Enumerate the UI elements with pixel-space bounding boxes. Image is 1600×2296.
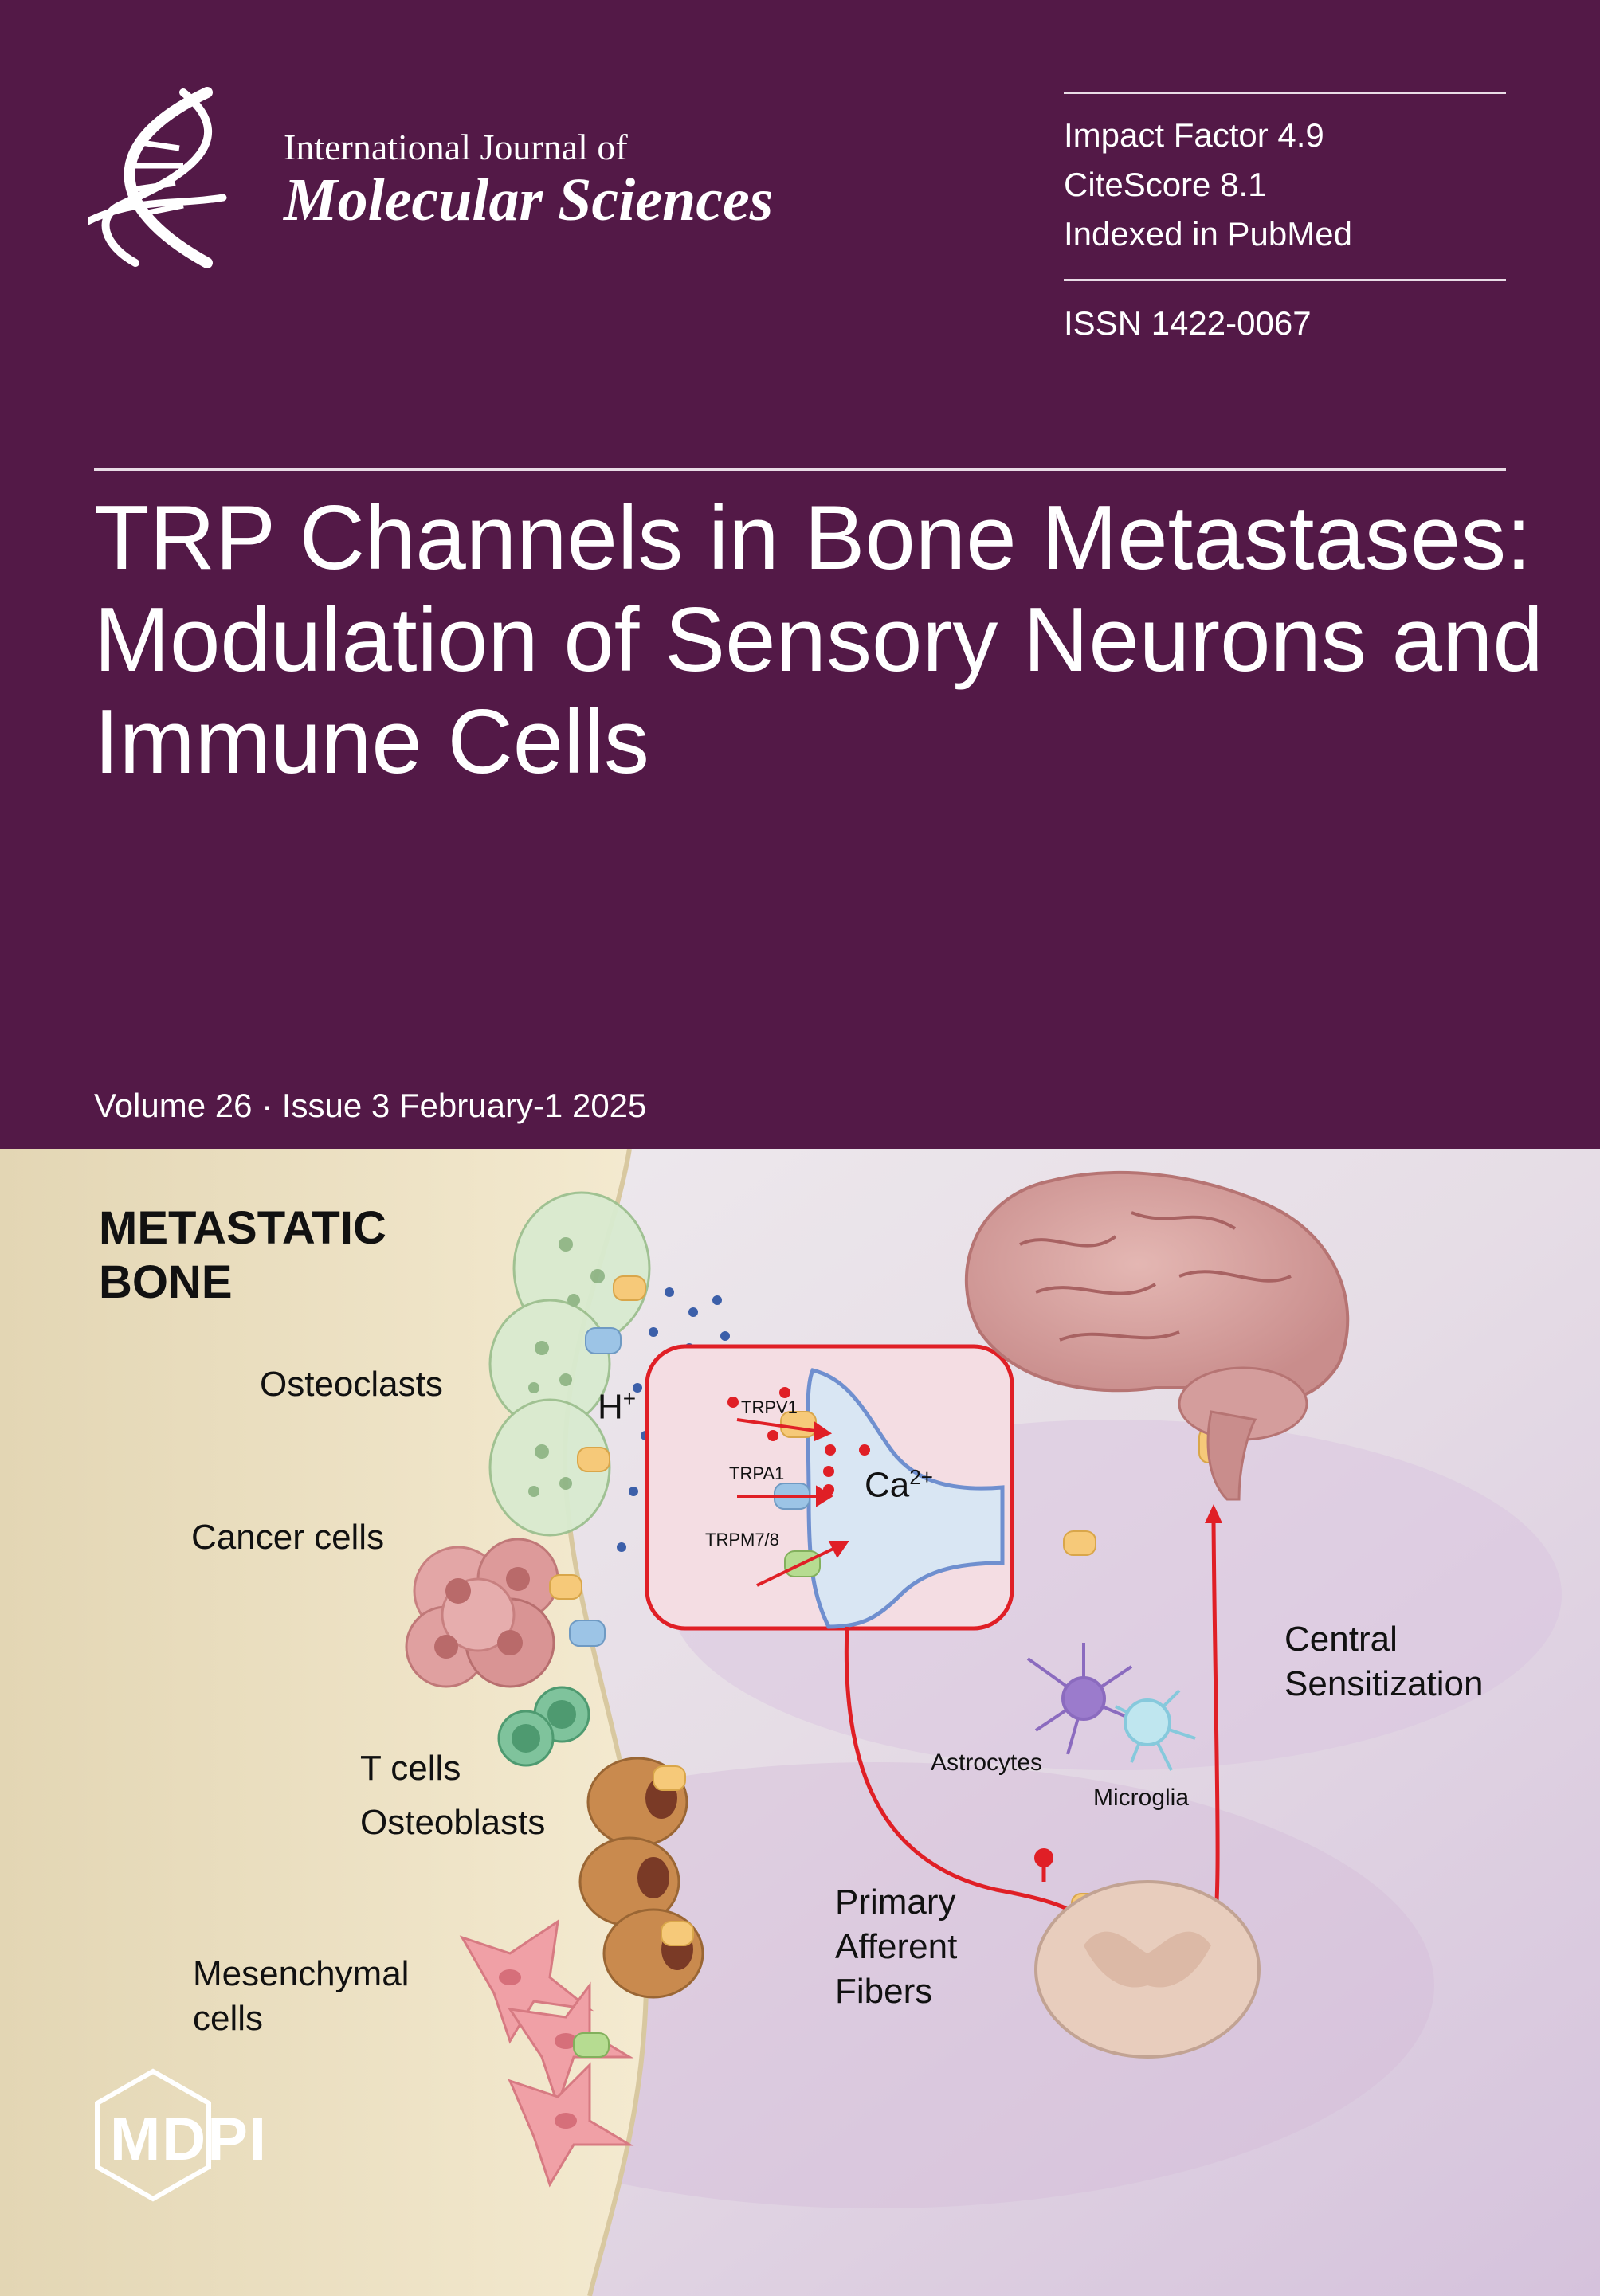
microglia-graphic (1115, 1689, 1196, 1771)
title-top-rule (94, 468, 1506, 471)
bone-tissue (0, 1149, 647, 2296)
cover-header: International Journal of Molecular Scien… (88, 87, 1543, 1124)
mdpi-logo: MDPI (110, 2106, 268, 2173)
spinal-cord-graphic (1034, 1880, 1261, 2059)
article-title: TRP Channels in Bone Metastases: Modulat… (94, 488, 1543, 793)
label-hplus-sup: + (622, 1386, 637, 1411)
label-trpm78: TRPM7/8 (705, 1530, 779, 1550)
label-central-line1: Central (1284, 1620, 1398, 1659)
cover-illustration: METASTATIC BONE Osteoclasts H+ Cancer ce… (0, 1149, 1600, 2296)
label-mesenchymal: Mesenchymal cells (193, 1952, 409, 2041)
label-calcium-sup: 2+ (909, 1465, 933, 1489)
label-cancer-cells: Cancer cells (191, 1518, 385, 1557)
indexed-in-pubmed: Indexed in PubMed (1064, 215, 1352, 253)
metrics-top-rule (1064, 92, 1506, 94)
label-osteoblasts: Osteoblasts (360, 1803, 546, 1842)
label-calcium-base: Ca (865, 1465, 910, 1505)
label-mesenchymal-line2: cells (193, 1999, 264, 2038)
journal-name-line1: International Journal of (284, 127, 628, 167)
label-primary-afferent-fibers: Primary Afferent Fibers (835, 1880, 957, 2014)
mdpi-logo-hexagon (95, 2068, 211, 2202)
dna-helix-icon (88, 87, 227, 268)
label-trpa1: TRPA1 (729, 1463, 785, 1483)
calcium-dots (727, 1387, 870, 1495)
label-astrocytes: Astrocytes (931, 1749, 1043, 1776)
label-hplus: H+ (598, 1377, 636, 1430)
osteoclasts-graphic (488, 1191, 651, 1537)
issn: ISSN 1422-0067 (1064, 304, 1312, 342)
label-primary-line2: Afferent (835, 1927, 958, 1966)
impact-factor: Impact Factor 4.9 (1064, 116, 1324, 154)
illustration-art (0, 1149, 1600, 2296)
metrics-mid-rule (1064, 279, 1506, 281)
journal-name-line2: Molecular Sciences (284, 167, 774, 233)
label-trpv1: TRPV1 (741, 1397, 798, 1417)
figure-heading: METASTATIC BONE (99, 1202, 386, 1308)
label-microglia: Microglia (1093, 1785, 1190, 1811)
label-central-sensitization: Central Sensitization (1284, 1617, 1483, 1706)
brain-graphic (964, 1171, 1350, 1501)
label-central-line2: Sensitization (1284, 1664, 1484, 1703)
issue-info: Volume 26 · Issue 3 February-1 2025 (94, 1087, 647, 1124)
t-cells-graphic (497, 1686, 590, 1767)
astrocyte-graphic (1026, 1643, 1140, 1755)
label-t-cells: T cells (360, 1749, 461, 1788)
label-mesenchymal-line1: Mesenchymal (193, 1954, 410, 1993)
label-primary-line3: Fibers (835, 1972, 933, 2011)
cancer-cells-graphic (405, 1538, 559, 1688)
mesenchymal-cells-graphic (459, 1918, 634, 2188)
pathway-arrowhead-up (1205, 1504, 1222, 1523)
label-primary-line1: Primary (835, 1883, 956, 1922)
label-hplus-base: H (598, 1387, 623, 1427)
label-osteoclasts: Osteoclasts (260, 1365, 443, 1404)
influx-arrows (736, 1418, 849, 1587)
label-calcium: Ca2+ (865, 1455, 933, 1508)
citescore: CiteScore 8.1 (1064, 166, 1267, 203)
